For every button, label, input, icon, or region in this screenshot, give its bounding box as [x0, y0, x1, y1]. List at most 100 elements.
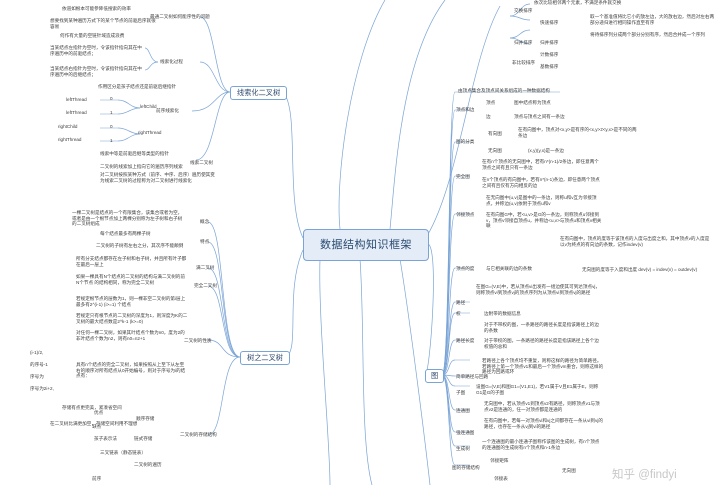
seq-advantage: 存储有点更完美，紧凑省空间	[62, 405, 122, 410]
flag-value-0a: 0	[110, 96, 113, 101]
path-length-2: 对于带权的图，一条路径的路径长度是指该路径上各个边权值的总和	[484, 338, 599, 349]
degree-undirected: 无向图的度等于入度和出度 dev(v) = indev(v) = outdev(…	[582, 267, 698, 272]
seq-disadvantage: 在二叉树比满更加空，存储空间利用不理想	[50, 421, 138, 426]
path-def: 在图G=(V,E)中，若从顶点vi出发有一组边使其可到达顶点vj，则称顶点vi到…	[476, 284, 600, 295]
complete-tree-def: 如果一棵具有N个结点的二叉树的结构与满二叉树的前N个节点 的结构相同，称为完全二…	[76, 274, 185, 285]
linked-storage: 链式存储	[134, 436, 153, 441]
merge-desc: 将待排序列分成两个部分分别有序，然后合并成一个序列	[590, 32, 705, 37]
threaded-pointer-note: 线索中等是前驱后继等类型的指针	[100, 151, 169, 156]
threaded-note-1: 依道如根本可能参降低搜索的效率	[62, 6, 131, 11]
tree-concept: 概念	[200, 219, 210, 224]
tri-linked: 三叉链表（静态链表）	[100, 450, 146, 455]
branch-binary-tree[interactable]: 树之二叉树	[240, 351, 290, 365]
connected-def: 无向图中，若从顶点v1到顶点v2有路径，则称顶点v1与顶点v2是连通的，任一对顶…	[484, 401, 600, 412]
property-b: 若规定只有根节点的二叉树的深度为1，则深度为K的二叉树的最大结点数是2^k-1 …	[76, 313, 188, 324]
threading-right-rule: 当某结点右指针为空时，令该指针指向其在中序遍历中的后继结点；	[50, 66, 142, 77]
simple-path: 简单路径与回路	[456, 374, 489, 379]
adjacent-vertex: 邻接顶点	[456, 212, 475, 217]
partial-text-2: 的序号-1	[30, 362, 48, 367]
adjacent-1: 在无向图中(u,v)是图中的一条边，则称u和v互为邻接顶点，并称边(u,v)依附…	[486, 195, 597, 206]
tree-traversal: 二叉树的遍历	[134, 462, 162, 467]
tree-properties: 二叉树的性质	[184, 338, 212, 343]
subgraph: 子图	[456, 390, 466, 395]
bubble-desc: 依次比较相邻两个元素，不满足条件就交换	[534, 0, 622, 5]
weight: 权	[456, 311, 461, 316]
sequential-storage: 顺序存储	[136, 416, 155, 421]
flag-righthread-label: rightThread	[138, 130, 162, 135]
simple-path-def: 若路径上各个顶点均不重复，则称这样的路径为简单路径。若路径上第一个顶点v1和最后…	[482, 358, 604, 375]
flag-leftthread-2: leftThread	[66, 110, 87, 115]
preorder: 前序	[92, 476, 102, 481]
threading-process: 线索化过程	[160, 59, 183, 64]
directed-def: 在有向图中，顶点对<x,y>是有序的<x,y>≠<y,x>是不同的两条边	[518, 127, 637, 138]
flag-leftthread: leftThread	[66, 97, 87, 102]
watermark: 知乎 @findyi	[612, 469, 677, 481]
degree-directed: 在有向图中，顶点的度等于该顶点的入度与出度之和，其中顶点v的入度是以v为终点的有…	[560, 236, 710, 247]
tree-feature-1: 每个结点最多有两棵子树	[100, 231, 151, 236]
threaded-note-3: 想要找到某种遍历方式下的某个节点的前驱后序就很容易	[50, 18, 156, 29]
path-length: 路径长度	[456, 338, 475, 343]
disadv-label: 缺点	[92, 424, 102, 429]
property-a: 若规定根节点的层数为1，则一棵非空二叉树的第i层上最多有2^(i-1) (i>=…	[76, 296, 186, 307]
threading-def: 对二叉树按照某种方式（前序、中序、后序）遍历使其变为线索二叉树的过程称为对二叉树…	[100, 172, 215, 183]
vertex-label: 顶点	[486, 100, 496, 105]
root-node[interactable]: 数据结构知识框架	[303, 229, 429, 261]
full-tree-def: 所有分支结点都存在左子树和右子树，并且所有叶子都在最后一层上	[76, 256, 187, 267]
counting-sort: 计数排序	[540, 52, 559, 57]
tree-feature-2: 二叉树的子树有左右之分，其次序不能颠倒	[96, 243, 184, 248]
threaded-storage: 前序线索化	[156, 108, 179, 113]
adv-label: 优点	[94, 410, 104, 415]
threading-left-rule: 当某结点左指针为空时，令该指针指向其在中序遍历中的前驱结点；	[50, 45, 142, 56]
edge-def: 顶点与顶点之间有一条边	[514, 114, 565, 119]
flag-value-1b: 1	[110, 138, 113, 143]
graph-category: 图的分类	[456, 139, 475, 144]
undirected-def: (x,y)(y,x)是一条边	[528, 148, 564, 153]
complete-graph-2: 在n个顶点的有向图中，若有n*(n-1)条边，即任意两个顶点之间有且仅有方向相反…	[482, 177, 600, 188]
flag-rightthread: rightThread	[58, 137, 82, 142]
degree-def: 与它相关联的边的条数	[486, 266, 532, 271]
radix-sort: 基数排序	[540, 64, 559, 69]
spanning-tree: 生成树	[456, 446, 470, 451]
property-c: 对任何一棵二叉树，如果其叶结点个数为n0，度为2的非叶结点个数为n2，则有n0=…	[76, 330, 185, 341]
threaded-note-4: 何作有大量的空链针域造成浪费	[60, 33, 125, 38]
connected-graph: 连通图	[456, 408, 470, 413]
exchange-sort: 交换排序	[514, 8, 533, 13]
path-length-1: 对于不带权的图，一条路径的路径长度是指该路径上的边的条数	[484, 322, 599, 333]
threaded-flag-note: 作用区分是孩子结点还是前驱后继指针	[98, 84, 177, 89]
quick-desc: 取一个基准值将比它小的放左边，大的放右边，然后对左右两部分递归进行相同操作直至有…	[590, 14, 715, 25]
undirected: 无向图	[488, 148, 502, 153]
adjacency-list: 邻接表	[494, 476, 508, 481]
complete-graph-1: 在有n个顶点的无向图中，若有n*(n-1)/2条边，即任意两个顶点之间有且只有一…	[482, 159, 599, 170]
merge-sort: 归并排序	[514, 40, 533, 45]
child-rep: 孩子表示法	[94, 436, 117, 441]
flag-rightchild: rightChild	[58, 124, 78, 129]
tree-features: 特点	[200, 239, 210, 244]
subgraph-def: 设图G=(V,E)和图G1=(V1,E1)，若V1属于V且E1属于E，则称G1是…	[476, 384, 599, 395]
flag-lefthread-label: leftChild	[140, 104, 157, 109]
complete-graph: 完全图	[456, 174, 470, 179]
non-comparison-sort: 非比较排序	[512, 60, 535, 65]
full-tree: 满二叉树	[196, 265, 215, 270]
tree-definition: 一棵二叉树是结点的一个有限集合，该集合或者为空，或者是由一个根节点加上两棵分别称…	[72, 210, 183, 227]
branch-graph[interactable]: 图	[425, 369, 445, 383]
threaded-problem: 最通二叉树如何能序性的问题	[150, 14, 210, 19]
property-d: 具有n个结点的完全二叉树，如果按照从上至下从左至右的顺序对所有结点从0开始编号，…	[76, 362, 186, 379]
storage-structure: 二叉树的存储结构	[180, 432, 217, 437]
branch-threaded-tree[interactable]: 线索化二叉树	[230, 86, 288, 100]
quick-sort: 快速排序	[540, 20, 559, 25]
partial-text-3: 序号为	[30, 374, 44, 379]
strongly-connected: 强连通图	[456, 430, 475, 435]
vertex-degree: 顶点的度	[456, 266, 475, 271]
partial-text-1: (i-1)/2,	[30, 350, 44, 355]
threaded-tree-label: 线索二叉树	[190, 160, 213, 165]
adjacency-matrix: 邻接矩阵	[490, 458, 509, 463]
weight-def: 边附带的数据信息	[484, 311, 521, 316]
edge-label: 边	[486, 114, 491, 119]
partial-text-4: 序号为2i+2,	[30, 386, 54, 391]
merge-sort-2: 归并排序	[540, 40, 559, 45]
path: 路径	[456, 300, 466, 305]
graph-intro: 由顶点集合及顶点间关系组成的一种数据结构	[458, 88, 550, 93]
directed: 有向图	[488, 131, 502, 136]
complete-tree: 完全二叉树	[194, 283, 217, 288]
